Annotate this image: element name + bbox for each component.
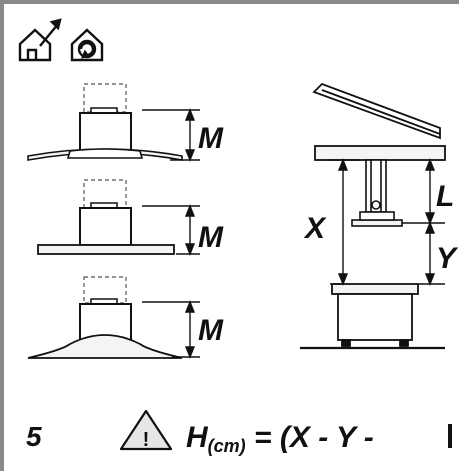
label-x: X xyxy=(303,212,327,245)
formula-expression: = (X - Y - xyxy=(246,421,382,454)
dimension-m-2 xyxy=(142,204,200,256)
house-recirculation-icon xyxy=(70,28,104,62)
dimension-y xyxy=(418,221,445,286)
label-m-dome: M xyxy=(198,314,224,347)
chimney-dashed-outline xyxy=(83,276,127,304)
warning-triangle-icon xyxy=(119,409,173,451)
ceiling-slab xyxy=(314,145,446,161)
dimension-x xyxy=(330,158,360,286)
formula-h: H xyxy=(186,421,209,454)
label-m-curved: M xyxy=(198,122,224,155)
label-l: L xyxy=(436,180,454,213)
cooktop-cabinet xyxy=(300,283,445,350)
house-exhaust-icon xyxy=(18,18,62,62)
hood-flat xyxy=(37,179,175,255)
hood-side-view xyxy=(351,159,403,227)
dimension-m-1 xyxy=(142,108,200,162)
step-number: 5 xyxy=(26,421,42,452)
flat-canopy xyxy=(37,244,175,255)
label-m-flat: M xyxy=(198,221,224,254)
formula: H(cm) = (X - Y - xyxy=(186,421,382,456)
warning-exclamation: ! xyxy=(143,429,150,451)
dome-canopy xyxy=(27,334,183,359)
formula-clipped-char xyxy=(448,424,452,448)
sloped-roof xyxy=(312,82,441,140)
hood-dome xyxy=(27,276,183,359)
formula-unit: (cm) xyxy=(208,436,246,456)
dimension-m-3 xyxy=(142,300,200,359)
dimension-l xyxy=(402,158,445,225)
label-y: Y xyxy=(436,242,459,275)
hood-curved-glass xyxy=(27,83,183,161)
